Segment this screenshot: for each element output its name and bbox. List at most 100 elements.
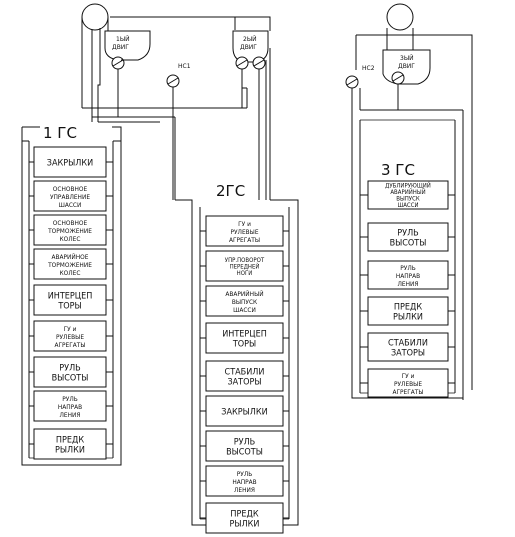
consumer-block-frame xyxy=(205,322,284,354)
consumer-block-label: НАПРАВ xyxy=(396,272,420,280)
engine-oval-right xyxy=(386,3,414,31)
system-3-blocks: ДУБЛИРУЮЩИЙАВАРИЙНЫЙВЫПУСКШАССИРУЛЬВЫСОТ… xyxy=(360,180,455,398)
consumer-block-label: ТОРМОЖЕНИЕ xyxy=(47,227,92,235)
system-1-blocks: ЗАКРЫЛКИОСНОВНОЕУПРАВЛЕНИЕШАССИОСНОВНОЕТ… xyxy=(29,146,113,460)
consumer-block-label: РУЛЕВЫЕ xyxy=(394,380,422,388)
engine3-label-1: 3ЫЙ xyxy=(400,55,414,62)
consumer-block-label: ВЫПУСК xyxy=(396,196,420,203)
consumer-block-label: ЛЕНИЯ xyxy=(398,280,419,288)
consumer-block-label: ЗАТОРЫ xyxy=(227,378,261,388)
top-sources-left: 1ЫЙ ДВИГ 2ЫЙ ДВИГ НС1 xyxy=(81,3,271,200)
engine2-label-2: ДВИГ xyxy=(240,44,257,51)
consumer-block-label: УПРАВЛЕНИЕ xyxy=(50,193,90,201)
consumer-block-label: СТАБИЛИ xyxy=(388,339,428,349)
consumer-block-label: РУЛЕВЫЕ xyxy=(56,333,84,341)
consumer-block-label: ОСНОВНОЕ xyxy=(53,185,88,193)
consumer-block-frame xyxy=(33,356,107,388)
consumer-block-frame xyxy=(367,332,449,362)
engine1-label-2: ДВИГ xyxy=(112,44,129,51)
consumer-block-label: РЫЛКИ xyxy=(55,446,85,456)
consumer-block-label: РЫЛКИ xyxy=(393,313,423,323)
consumer-block-label: УПР.ПОВОРОТ xyxy=(225,257,265,264)
system-2-blocks: ГУ иРУЛЕВЫЕАГРЕГАТЫУПР.ПОВОРОТПЕРЕДНЕЙНО… xyxy=(200,215,289,534)
consumer-block-label: РУЛЬ xyxy=(237,470,253,478)
consumer-block-label: КОЛЕС xyxy=(60,269,81,277)
consumer-block-label: ЗАКРЫЛКИ xyxy=(47,159,93,169)
consumer-block-label: РУЛЬ xyxy=(400,264,416,272)
engine2-label-1: 2ЫЙ xyxy=(243,36,257,43)
consumer-block-label: АВАРИЙНЫЙ xyxy=(390,189,425,196)
consumer-block-frame xyxy=(33,320,107,352)
consumer-block-frame xyxy=(367,260,449,290)
consumer-block-label: ПЕРЕДНЕЙ xyxy=(230,263,260,270)
consumer-block-frame xyxy=(33,248,107,280)
consumer-block-label: ТОРЫ xyxy=(57,302,81,312)
consumer-block-label: АВАРИЙНОЕ xyxy=(52,252,89,261)
consumer-block-label: ДУБЛИРУЮЩИЙ xyxy=(385,183,431,190)
consumer-block-label: ТОРМОЖЕНИЕ xyxy=(47,261,92,269)
consumer-block-frame xyxy=(205,395,284,427)
consumer-block-frame xyxy=(205,502,284,534)
consumer-block-label: РУЛЬ xyxy=(62,395,78,403)
consumer-block-label: РЫЛКИ xyxy=(230,520,260,530)
consumer-block-label: ПРЕДК xyxy=(56,436,84,446)
consumer-block: ЗАКРЫЛКИ xyxy=(200,395,289,427)
consumer-block-label: ПРЕДК xyxy=(394,303,422,313)
consumer-block-label: ВЫСОТЫ xyxy=(226,448,263,458)
consumer-block: ЗАКРЫЛКИ xyxy=(29,146,113,178)
consumer-block-label: ОСНОВНОЕ xyxy=(53,219,88,227)
consumer-block-label: РУЛЬ xyxy=(397,229,418,239)
consumer-block-frame xyxy=(33,284,107,316)
system-2: 2ГС ГУ иРУЛЕВЫЕАГРЕГАТЫУПР.ПОВОРОТПЕРЕДН… xyxy=(175,182,299,534)
ns2-label: НС2 xyxy=(362,65,375,72)
consumer-block-label: АГРЕГАТЫ xyxy=(392,388,423,396)
engine-oval-left xyxy=(81,3,109,31)
consumer-block-frame xyxy=(33,146,107,178)
consumer-block-frame xyxy=(205,250,284,282)
ns1-label: НС1 xyxy=(178,63,191,70)
system-1-title: 1 ГС xyxy=(43,124,77,142)
consumer-block-label: ВЫСОТЫ xyxy=(390,239,427,249)
consumer-block-label: ИНТЕРЦЕП xyxy=(222,330,267,340)
system-2-title: 2ГС xyxy=(216,182,245,200)
consumer-block-frame xyxy=(205,285,284,317)
consumer-block-frame xyxy=(205,215,284,247)
system-3-title: 3 ГС xyxy=(381,161,415,179)
top-sources-right: 3ЫЙ ДВИГ НС2 xyxy=(345,3,473,400)
consumer-block-label: НАПРАВ xyxy=(232,478,256,486)
consumer-block-label: НАПРАВ xyxy=(58,403,82,411)
consumer-block-label: ЗАТОРЫ xyxy=(391,349,425,359)
consumer-block-label: ПРЕДК xyxy=(230,510,258,520)
consumer-block-label: ГУ и xyxy=(64,325,77,333)
consumer-block-label: РУЛЬ xyxy=(234,438,255,448)
system-1: 1 ГС ЗАКРЫЛКИОСНОВНОЕУПРАВЛЕНИЕШАССИОСНО… xyxy=(21,124,122,466)
consumer-block-frame xyxy=(367,180,449,210)
consumer-block-label: ГУ и xyxy=(402,372,415,380)
consumer-block-label: АГРЕГАТЫ xyxy=(54,341,85,349)
consumer-block-label: НОГИ xyxy=(237,270,253,277)
engine1-label-1: 1ЫЙ xyxy=(116,36,130,43)
consumer-block-label: ИНТЕРЦЕП xyxy=(48,292,93,302)
consumer-block-label: ЗАКРЫЛКИ xyxy=(221,408,267,418)
consumer-block-label: ГУ и xyxy=(238,220,251,228)
consumer-block-label: ЛЕНИЯ xyxy=(60,411,81,419)
